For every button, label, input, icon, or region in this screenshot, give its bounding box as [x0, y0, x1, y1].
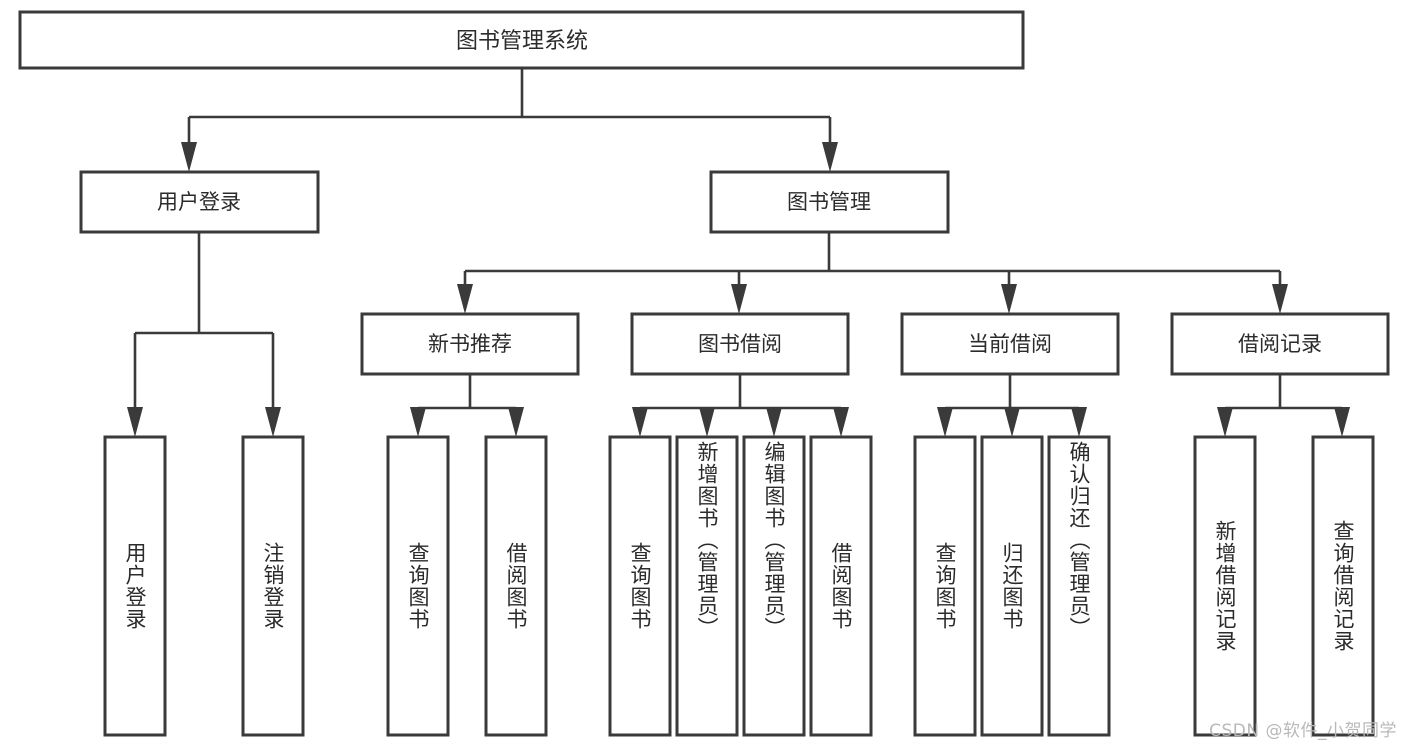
arrow-head-book-manage — [822, 142, 838, 172]
arrow-head-leaf-query-book-3 — [937, 407, 953, 437]
arrow-head-leaf-query-record — [1334, 407, 1350, 437]
arrow-head-user-login — [181, 142, 197, 172]
arrow-head-leaf-user-login — [127, 407, 143, 437]
node-box-leaf-borrow-book-2[interactable] — [809, 435, 873, 737]
node-layer: 图书管理系统 用户登录 图书管理 新书推荐 图书借阅 当前借阅 借阅记录 — [18, 10, 1390, 737]
arrow-head-new-book-recommend — [457, 284, 473, 314]
arrow-head-leaf-query-book-2 — [632, 407, 648, 437]
node-box-book-manage[interactable] — [709, 170, 950, 234]
arrow-head-leaf-confirm-return — [1071, 407, 1087, 437]
node-label-borrow-record: 借阅记录 — [1238, 332, 1322, 356]
arrow-head-book-borrow — [731, 284, 747, 314]
node-label-book-borrow: 图书借阅 — [698, 332, 782, 356]
arrow-head-leaf-return-book — [1004, 407, 1020, 437]
node-box-new-book-recommend[interactable] — [360, 312, 580, 376]
arrow-head-leaf-borrow-book-2 — [833, 407, 849, 437]
node-box-leaf-query-book-2[interactable] — [608, 435, 672, 737]
node-box-leaf-add-record[interactable] — [1193, 435, 1257, 737]
node-box-user-login[interactable] — [79, 170, 320, 234]
node-label-book-manage: 图书管理 — [787, 190, 871, 214]
node-label-root: 图书管理系统 — [456, 29, 588, 54]
arrow-head-borrow-record — [1272, 284, 1288, 314]
node-box-leaf-query-record[interactable] — [1311, 435, 1375, 737]
arrow-head-current-borrow — [1001, 284, 1017, 314]
node-box-leaf-borrow-book-1[interactable] — [484, 435, 548, 737]
arrow-head-leaf-borrow-book-1 — [508, 407, 524, 437]
node-box-leaf-return-book[interactable] — [980, 435, 1044, 737]
arrow-head-leaf-add-record — [1217, 407, 1233, 437]
node-box-root[interactable] — [18, 10, 1025, 70]
watermark-text: CSDN @软件_小贺同学 — [1209, 721, 1397, 741]
node-box-borrow-record[interactable] — [1170, 312, 1390, 376]
node-label-user-login: 用户登录 — [157, 190, 241, 214]
arrow-head-leaf-query-book-1 — [410, 407, 426, 437]
node-label-new-book-recommend: 新书推荐 — [428, 332, 512, 356]
node-box-leaf-add-book[interactable] — [675, 435, 739, 737]
node-box-leaf-user-logout[interactable] — [241, 435, 305, 737]
arrow-head-leaf-user-logout — [265, 407, 281, 437]
node-label-current-borrow: 当前借阅 — [968, 332, 1052, 356]
node-box-leaf-query-book-3[interactable] — [913, 435, 977, 737]
node-box-current-borrow[interactable] — [900, 312, 1120, 376]
node-box-leaf-query-book-1[interactable] — [386, 435, 450, 737]
node-box-leaf-edit-book[interactable] — [742, 435, 806, 737]
node-box-leaf-user-login[interactable] — [103, 435, 167, 737]
arrow-head-leaf-add-book — [699, 407, 715, 437]
connector-layer — [127, 68, 1350, 437]
node-box-book-borrow[interactable] — [630, 312, 850, 376]
node-box-leaf-confirm-return[interactable] — [1047, 435, 1111, 737]
arrow-head-leaf-edit-book — [766, 407, 782, 437]
